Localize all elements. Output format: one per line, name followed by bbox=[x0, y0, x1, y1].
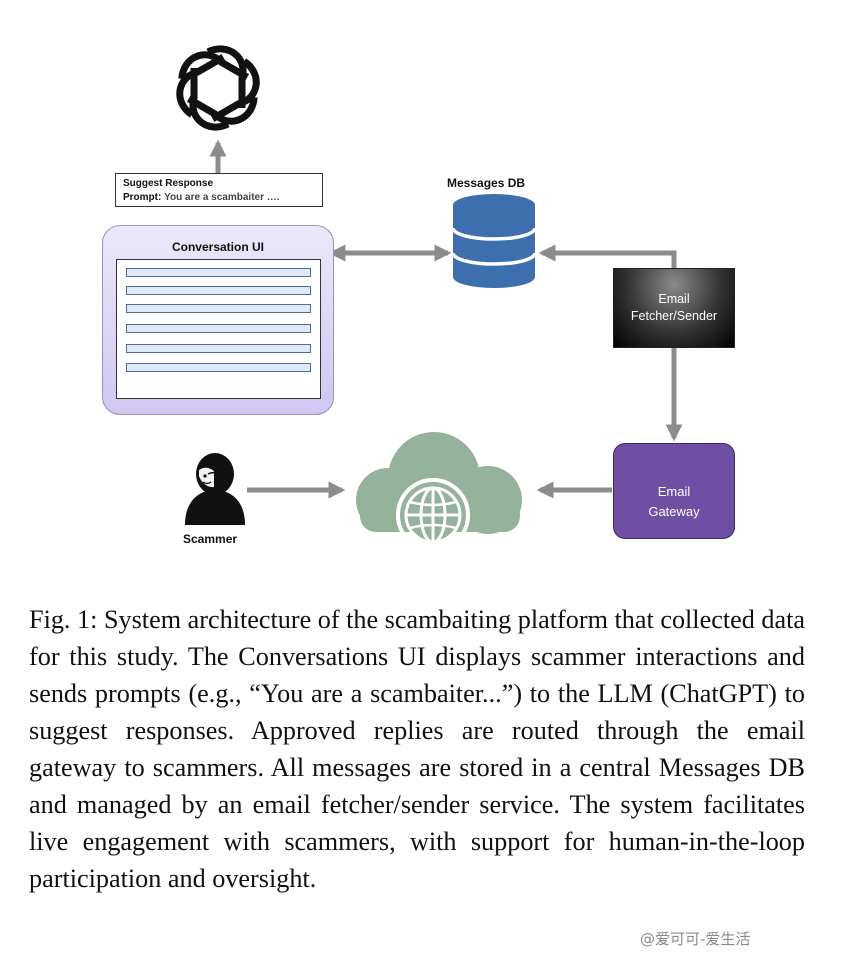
fetcher-label-line1: Email bbox=[658, 292, 690, 306]
masked-person-icon bbox=[185, 453, 245, 525]
gateway-label-line2: Gateway bbox=[648, 504, 700, 519]
prompt-box: Suggest Response Prompt: You are a scamb… bbox=[115, 173, 323, 207]
prompt-label: Prompt: bbox=[123, 192, 162, 203]
conversation-panel bbox=[116, 259, 321, 399]
gateway-label-line1: Email bbox=[657, 484, 691, 499]
message-row bbox=[126, 286, 311, 295]
message-row bbox=[126, 268, 311, 277]
email-gateway-box: Email Gateway bbox=[613, 443, 735, 539]
figure-caption: Fig. 1: System architecture of the scamb… bbox=[29, 605, 805, 893]
database-icon bbox=[451, 194, 537, 288]
prompt-value: You are a scambaiter …. bbox=[164, 192, 280, 203]
watermark: @爱可可-爱生活 bbox=[640, 930, 751, 948]
message-row bbox=[126, 304, 311, 313]
openai-logo-icon bbox=[176, 45, 260, 131]
architecture-diagram: Suggest Response Prompt: You are a scamb… bbox=[102, 45, 735, 552]
message-row bbox=[126, 344, 311, 353]
email-fetcher-sender-box: Email Fetcher/Sender bbox=[613, 268, 735, 348]
cloud-globe-icon bbox=[356, 432, 522, 552]
message-row bbox=[126, 363, 311, 372]
conversation-ui-title: Conversation UI bbox=[171, 240, 264, 254]
message-row bbox=[126, 324, 311, 333]
messages-db-label: Messages DB bbox=[447, 176, 526, 190]
prompt-box-title: Suggest Response bbox=[123, 178, 214, 189]
scammer-label: Scammer bbox=[183, 532, 238, 546]
conversation-ui-box: Conversation UI bbox=[102, 225, 334, 415]
fetcher-label-line2: Fetcher/Sender bbox=[630, 309, 718, 323]
arrow-fetcher-db bbox=[538, 244, 677, 268]
diagram-canvas bbox=[176, 45, 683, 552]
